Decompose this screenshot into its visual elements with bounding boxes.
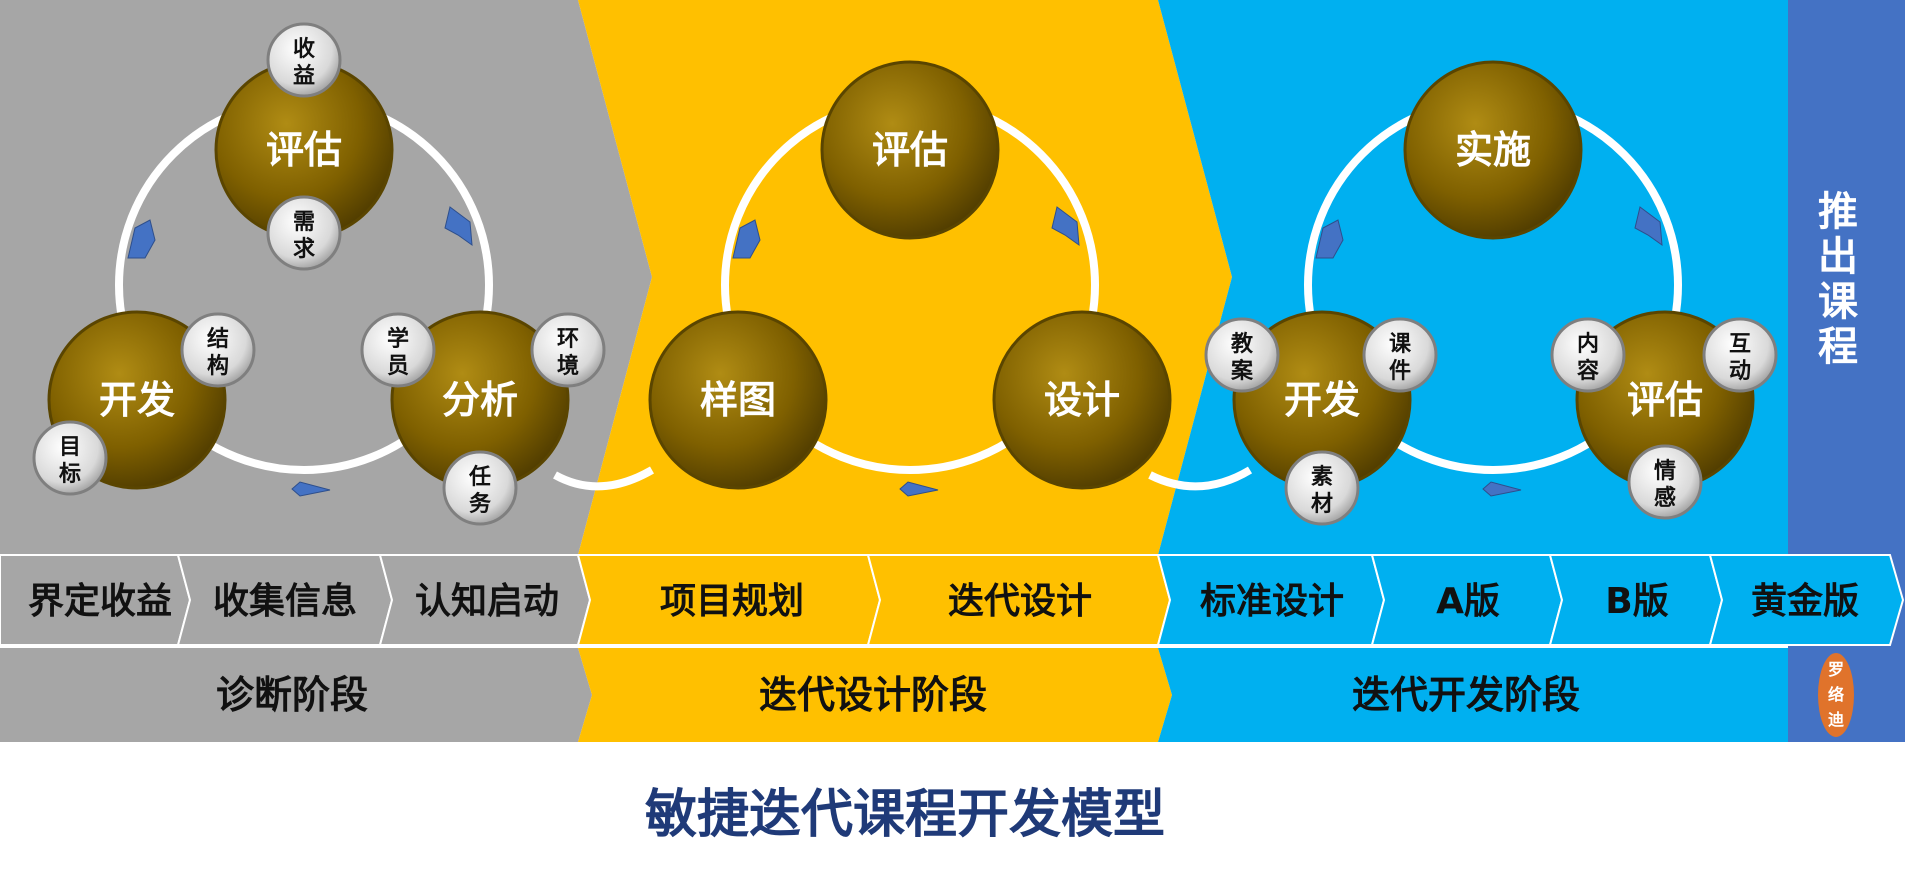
badge-neirong: 内 容 [1550,317,1626,393]
phase-band-develop [1158,648,1788,742]
svg-text:材: 材 [1311,492,1333,517]
svg-text:开发: 开发 [99,378,175,422]
svg-text:迪: 迪 [1828,710,1844,729]
svg-text:课: 课 [1389,332,1412,357]
svg-text:情: 情 [1654,458,1676,484]
svg-text:收: 收 [293,36,315,62]
side-label-char-3: 课 [1818,279,1859,325]
svg-text:素: 素 [1311,464,1333,490]
svg-text:评估: 评估 [266,128,342,172]
phase-label-design: 迭代设计阶段 [759,673,987,717]
svg-text:评估: 评估 [1627,378,1703,422]
step-label-3: 认知启动 [415,581,559,622]
design-right-node: 设计 [992,310,1172,490]
svg-text:样图: 样图 [700,378,776,422]
svg-text:感: 感 [1654,485,1676,511]
svg-text:教: 教 [1231,331,1254,357]
step-chevron-9 [1708,554,1905,646]
side-label-char-4: 程 [1818,324,1858,370]
step-label-8: B版 [1605,581,1668,622]
badge-jiaoan: 教 案 [1204,317,1280,393]
badge-sucai: 素 材 [1284,450,1360,526]
badge-mubiao: 目 标 [32,420,108,496]
svg-text:罗: 罗 [1828,660,1844,679]
svg-text:益: 益 [293,63,315,89]
svg-text:需: 需 [293,210,315,235]
step-label-9: 黄金版 [1751,580,1859,622]
svg-text:标: 标 [59,461,81,487]
svg-text:实施: 实施 [1455,128,1531,172]
phase-band-diagnose [0,648,592,742]
step-label-6: 标准设计 [1200,581,1344,622]
arrow-diagnose-b [291,481,331,497]
step-label-1: 界定收益 [28,581,172,622]
diagram-title: 敏捷迭代课程开发模型 [645,785,1165,845]
badge-qinggan: 情 感 [1627,444,1703,520]
phase-label-diagnose: 诊断阶段 [216,673,368,717]
svg-text:学: 学 [387,326,409,352]
arrow-develop-b [1482,481,1522,497]
step-label-5: 迭代设计 [948,581,1092,622]
step-label-4: 项目规划 [660,581,804,622]
svg-text:络: 络 [1828,685,1844,704]
svg-text:容: 容 [1577,358,1599,384]
arrow-design-b [899,481,939,497]
svg-text:境: 境 [557,353,579,379]
develop-top-node: 实施 [1403,60,1583,240]
step-row [0,554,1905,646]
svg-text:结: 结 [207,326,229,352]
badge-huanjing: 环 境 [530,312,606,388]
badge-shouyi: 收 益 [266,22,342,98]
phase-label-develop: 迭代开发阶段 [1352,673,1580,717]
arrow-develop-ur [1634,206,1663,247]
side-label-char-1: 推 [1818,189,1858,235]
svg-text:员: 员 [387,354,409,379]
side-label-char-2: 出 [1818,234,1858,280]
arrow-design-ur [1051,206,1080,247]
badge-renwu: 任 务 [442,450,518,526]
diagnose-right-node: 分析 [390,310,570,490]
connector-swoosh-1 [553,466,654,491]
svg-text:开发: 开发 [1284,378,1360,422]
badge-hudong: 互 动 [1702,317,1778,393]
design-top-node: 评估 [820,60,1000,240]
badge-jiegou: 结 构 [180,312,256,388]
badge-kejian: 课 件 [1362,317,1438,393]
svg-text:内: 内 [1577,332,1599,357]
cycle-arrows [127,206,1663,497]
seal-logo: 罗 络 迪 [1818,653,1854,737]
svg-text:构: 构 [207,353,229,379]
design-left-node: 样图 [648,310,828,490]
step-label-2: 收集信息 [213,581,357,622]
svg-text:设计: 设计 [1044,378,1120,422]
connector-swoosh-2 [1148,466,1253,491]
arrow-develop-ul [1315,219,1344,259]
badge-xuqiu: 需 求 [266,195,342,271]
phase-band-design [578,648,1172,742]
svg-text:求: 求 [293,237,315,262]
svg-text:评估: 评估 [872,128,948,172]
svg-text:互: 互 [1729,332,1751,357]
step-label-7: A版 [1436,581,1500,622]
svg-text:动: 动 [1729,359,1751,384]
svg-text:案: 案 [1230,358,1254,384]
svg-text:件: 件 [1389,359,1411,384]
svg-text:环: 环 [557,327,579,352]
svg-text:务: 务 [469,492,492,517]
svg-text:分析: 分析 [442,378,518,422]
arrow-diagnose-ul [127,219,156,259]
svg-text:目: 目 [59,435,81,460]
svg-text:任: 任 [468,464,491,490]
arrow-design-ul [732,219,761,259]
arrow-diagnose-ur [444,206,473,247]
badge-xueyuan: 学 员 [360,312,436,388]
